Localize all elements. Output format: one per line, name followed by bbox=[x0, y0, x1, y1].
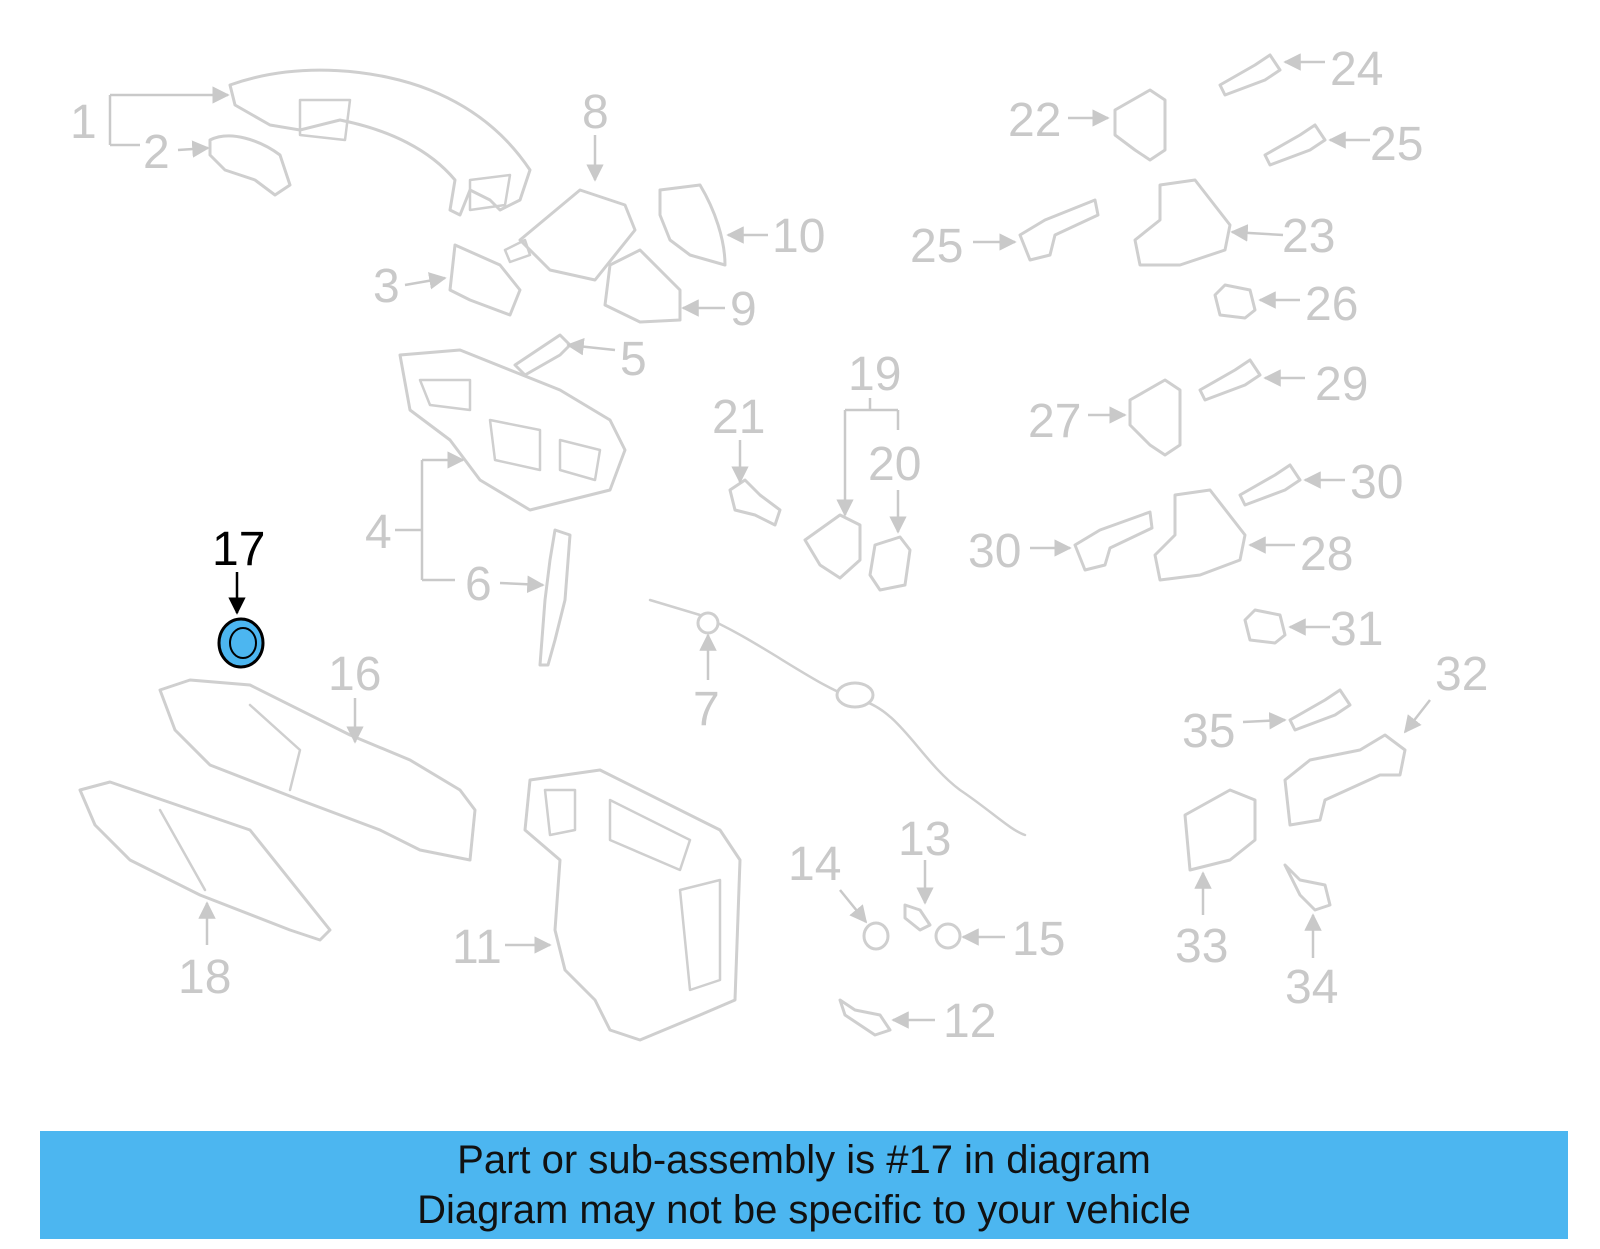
highlighted-part-17[interactable] bbox=[217, 617, 265, 669]
bolt-34 bbox=[1283, 863, 1332, 912]
door-lock-actuator bbox=[523, 768, 742, 1042]
callout-25-upper: 25 bbox=[1370, 118, 1423, 171]
door-check-32 bbox=[1283, 733, 1407, 827]
callout-8: 8 bbox=[582, 86, 609, 139]
lock-cylinder bbox=[503, 188, 637, 282]
callout-22: 22 bbox=[1008, 94, 1061, 147]
callout-26: 26 bbox=[1305, 278, 1358, 331]
screw-5 bbox=[513, 333, 572, 377]
callout-15: 15 bbox=[1012, 913, 1065, 966]
callout-numbers: 1 2 3 4 5 6 7 8 9 10 11 12 13 14 15 16 1… bbox=[70, 43, 1488, 1048]
handle-bezel bbox=[78, 780, 332, 942]
release-cable bbox=[648, 598, 1027, 837]
callout-12: 12 bbox=[943, 995, 996, 1048]
caption-line-part: Part or sub-assembly is #17 in diagram bbox=[457, 1138, 1151, 1182]
callout-30-upper: 30 bbox=[1350, 456, 1403, 509]
striker-22 bbox=[1113, 88, 1167, 162]
callout-19: 19 bbox=[848, 348, 901, 401]
bolt-30-lower bbox=[1073, 510, 1154, 572]
inner-door-handle bbox=[158, 678, 477, 862]
gasket-20 bbox=[868, 535, 912, 592]
callout-9: 9 bbox=[730, 283, 757, 336]
callout-25-lower: 25 bbox=[910, 220, 963, 273]
parts-diagram: 1 2 3 4 5 6 7 8 9 10 11 12 13 14 15 16 1… bbox=[70, 43, 1488, 1048]
striker-27 bbox=[1128, 378, 1182, 457]
gasket-19 bbox=[803, 513, 862, 580]
leader-lines bbox=[108, 53, 1431, 1029]
bolt-29 bbox=[1198, 358, 1262, 402]
callout-6: 6 bbox=[465, 558, 492, 611]
callout-17: 17 bbox=[212, 523, 265, 576]
screw-21 bbox=[728, 478, 782, 527]
bolt-25-lower bbox=[1018, 198, 1100, 262]
gasket-plate bbox=[448, 243, 522, 317]
callout-18: 18 bbox=[178, 951, 231, 1004]
handle-cap bbox=[658, 183, 727, 267]
lock-rod bbox=[538, 528, 572, 667]
callout-21: 21 bbox=[712, 391, 765, 444]
callout-10: 10 bbox=[772, 210, 825, 263]
cap-15 bbox=[934, 922, 962, 950]
callout-30-lower: 30 bbox=[968, 525, 1021, 578]
bolt-25-upper bbox=[1263, 123, 1327, 167]
callout-24: 24 bbox=[1330, 43, 1383, 96]
bushing-31 bbox=[1243, 608, 1287, 645]
callout-7: 7 bbox=[693, 683, 720, 736]
callout-32: 32 bbox=[1435, 648, 1488, 701]
cap-14 bbox=[862, 921, 890, 951]
callout-3: 3 bbox=[373, 260, 400, 313]
handle-bracket bbox=[603, 248, 682, 324]
bushing-26 bbox=[1213, 283, 1257, 320]
callout-13: 13 bbox=[898, 813, 951, 866]
handle-carrier bbox=[398, 348, 627, 512]
callout-2: 2 bbox=[143, 126, 170, 179]
callout-28: 28 bbox=[1300, 528, 1353, 581]
callout-14: 14 bbox=[788, 838, 841, 891]
callout-20: 20 bbox=[868, 438, 921, 491]
caption-line-disclaimer: Diagram may not be specific to your vehi… bbox=[417, 1188, 1191, 1232]
callout-33: 33 bbox=[1175, 920, 1228, 973]
outer-door-handle bbox=[228, 68, 532, 217]
bolt-30-upper bbox=[1238, 463, 1302, 507]
callout-4: 4 bbox=[365, 506, 392, 559]
callout-16: 16 bbox=[328, 648, 381, 701]
callout-1: 1 bbox=[70, 96, 97, 149]
callout-27: 27 bbox=[1028, 395, 1081, 448]
callout-34: 34 bbox=[1285, 961, 1338, 1014]
hinge-23 bbox=[1133, 178, 1232, 267]
callout-29: 29 bbox=[1315, 358, 1368, 411]
handle-gasket bbox=[208, 134, 292, 197]
bracket-33 bbox=[1183, 788, 1257, 872]
hinge-28 bbox=[1153, 488, 1247, 582]
callout-23: 23 bbox=[1282, 210, 1335, 263]
callout-31: 31 bbox=[1330, 603, 1383, 656]
callout-11: 11 bbox=[452, 921, 502, 974]
pin-13 bbox=[903, 903, 932, 932]
bolt-35 bbox=[1288, 688, 1352, 732]
callout-35: 35 bbox=[1182, 705, 1235, 758]
bolt-24 bbox=[1218, 53, 1282, 97]
callout-5: 5 bbox=[620, 333, 647, 386]
screw-12 bbox=[838, 998, 892, 1037]
caption-bar: Part or sub-assembly is #17 in diagram D… bbox=[40, 1131, 1568, 1239]
